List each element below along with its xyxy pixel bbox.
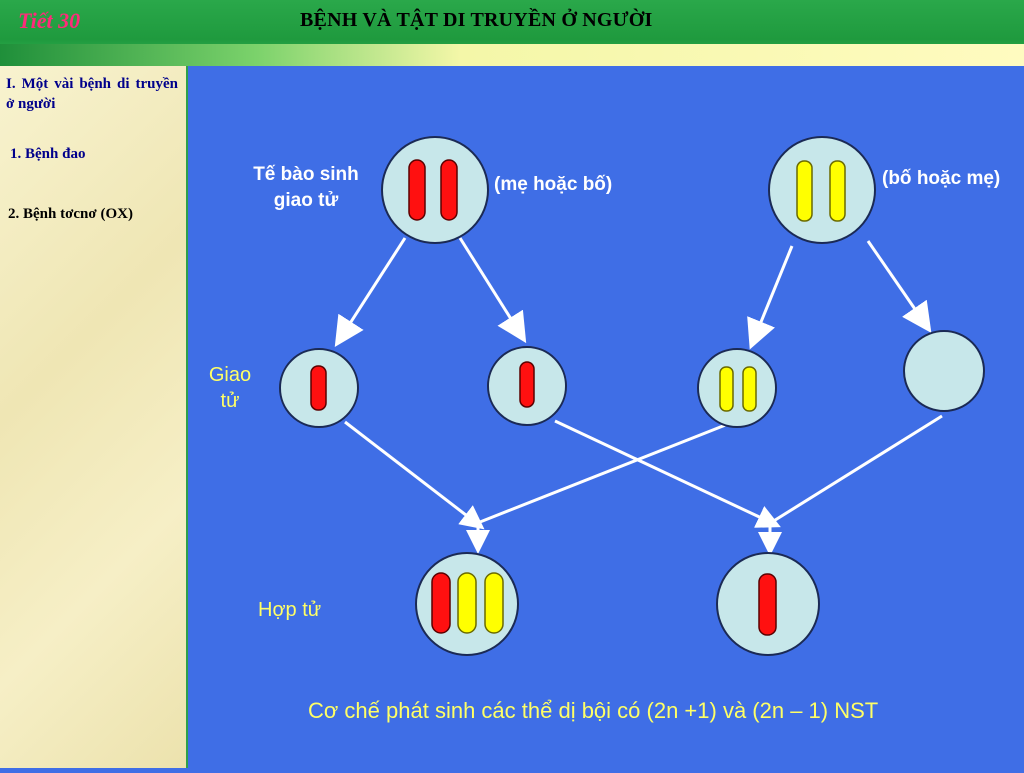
line-gamete2-zygote2 <box>554 419 781 528</box>
sidebar: I. Một vài bệnh di truyền ở người 1. Bện… <box>0 66 188 768</box>
line-gamete1-zygote1 <box>344 420 485 530</box>
chromosome-yellow <box>796 160 813 222</box>
line-gamete3-zygote1 <box>479 422 729 524</box>
chromosome-yellow <box>457 572 477 634</box>
chromosome-red <box>431 572 451 634</box>
diagram-caption: Cơ chế phát sinh các thể dị bội có (2n +… <box>308 698 879 723</box>
label-father-or-mother: (bố hoặc mẹ) <box>882 168 1001 189</box>
sidebar-item-down-syndrome[interactable]: 1. Bệnh đao <box>10 146 86 162</box>
arrow-parent2-gamete3 <box>747 245 794 350</box>
arrow-parent1-gamete1 <box>334 237 407 348</box>
gamete-1 <box>279 348 359 428</box>
gamete-4-empty <box>903 330 985 412</box>
chromosome-red <box>310 365 327 411</box>
zygote-monosomy <box>716 552 820 656</box>
arrow-parent1-gamete2 <box>458 237 527 344</box>
chromosome-red <box>440 159 458 221</box>
fertilization-lines <box>344 414 943 556</box>
sidebar-item-turner-syndrome[interactable]: 2. Bệnh tơcnơ (OX) <box>8 206 133 222</box>
arrow-parent2-gamete4 <box>866 240 932 333</box>
chromosome-yellow <box>719 366 734 412</box>
lesson-number: Tiết 30 <box>18 8 81 33</box>
chromosome-red <box>519 361 535 408</box>
header-band <box>0 44 1024 66</box>
meiosis-arrows <box>334 237 932 350</box>
nondisjunction-diagram <box>279 136 985 656</box>
zygote-trisomy <box>415 552 519 656</box>
line-gamete4-zygote2 <box>771 414 943 524</box>
header-bar: Tiết 30 BỆNH VÀ TẬT DI TRUYỀN Ở NGƯỜI <box>0 0 1024 66</box>
label-mother-or-father: (mẹ hoặc bố) <box>494 174 613 195</box>
chromosome-red <box>758 573 777 636</box>
parent-cell-1 <box>381 136 489 244</box>
chromosome-red <box>408 159 426 221</box>
gamete-2 <box>487 346 567 426</box>
label-germ-cell: Tế bào sinh giao tử <box>253 164 359 211</box>
chromosome-yellow <box>484 572 504 634</box>
label-zygote: Hợp tử <box>258 599 322 621</box>
slide-title: BỆNH VÀ TẬT DI TRUYỀN Ở NGƯỜI <box>300 9 653 31</box>
chromosome-yellow <box>829 160 846 222</box>
gamete-3 <box>697 348 777 428</box>
chromosome-yellow <box>742 366 757 412</box>
label-gamete: Giao tử <box>208 364 252 412</box>
diagram: Tế bào sinh giao tử (mẹ hoặc bố) (bố hoặ… <box>190 66 1024 768</box>
parent-cell-2 <box>768 136 876 244</box>
sidebar-section-title: I. Một vài bệnh di truyền ở người <box>6 76 178 112</box>
